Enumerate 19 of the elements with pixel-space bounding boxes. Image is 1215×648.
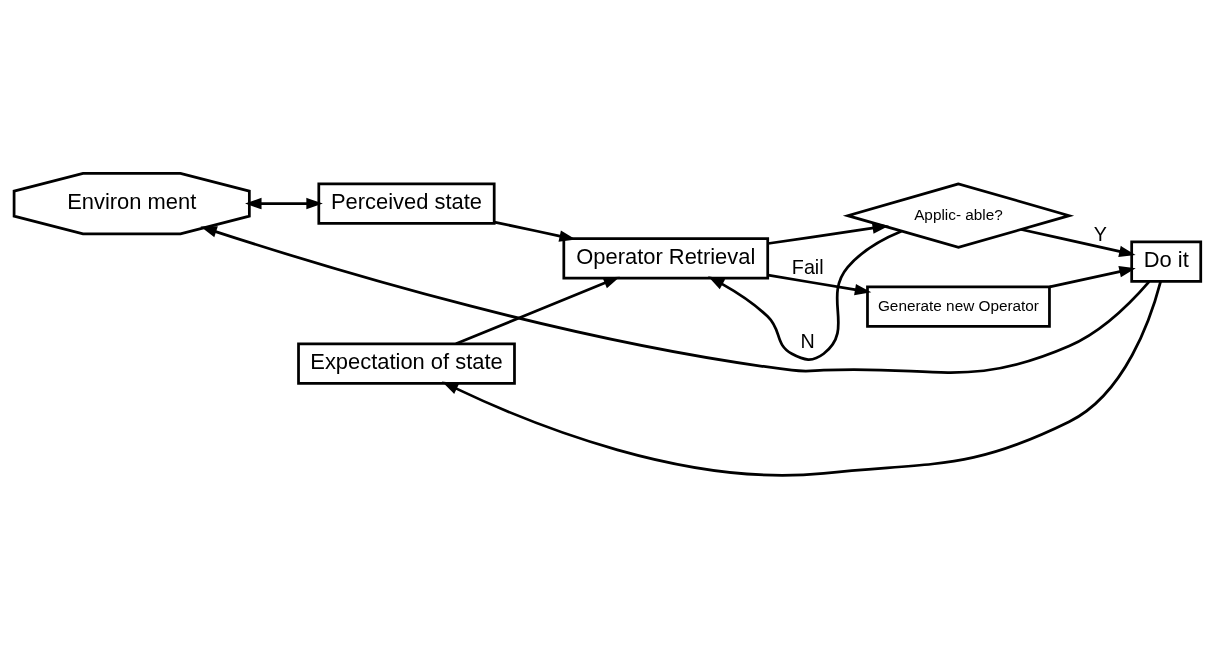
arrow bbox=[1049, 265, 1136, 288]
arrow bbox=[494, 220, 576, 242]
arrow bbox=[707, 229, 902, 361]
node-diamond: Applic- able? bbox=[842, 181, 1075, 249]
arrow bbox=[441, 280, 1162, 477]
edge-label: Fail bbox=[791, 255, 824, 278]
arrow bbox=[455, 276, 620, 345]
node-box: Expectation of state bbox=[297, 342, 516, 385]
edge-label: Y bbox=[1093, 222, 1108, 245]
arrow bbox=[200, 225, 1151, 374]
node-box: Perceived state bbox=[317, 182, 496, 225]
node-box: Generate new Operator bbox=[866, 285, 1051, 328]
edge-label: N bbox=[800, 329, 815, 352]
arrow bbox=[245, 197, 323, 209]
node-box: Operator Retrieval bbox=[562, 236, 770, 279]
arrow bbox=[767, 273, 872, 295]
arrow bbox=[767, 221, 889, 245]
node-box: Do it bbox=[1130, 240, 1203, 283]
arrow bbox=[1020, 227, 1136, 257]
